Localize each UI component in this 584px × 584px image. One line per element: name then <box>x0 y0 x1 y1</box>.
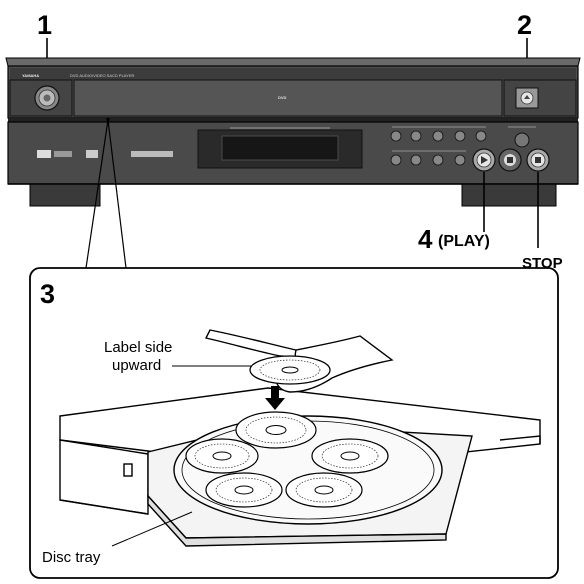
front-display <box>197 127 363 169</box>
stop-button[interactable] <box>526 148 550 172</box>
brand-logo-text: YAMAHA <box>22 73 39 78</box>
zoom-callout <box>85 118 127 269</box>
step-number-3: 3 <box>40 279 55 309</box>
dvd-logo: DVD <box>278 95 287 100</box>
down-arrow-icon <box>265 386 285 410</box>
tray-disc-top <box>235 411 317 449</box>
play-label: (PLAY) <box>438 233 490 250</box>
model-text: DVD AUDIO/VIDEO SACD PLAYER <box>70 73 134 78</box>
format-logos <box>37 150 173 158</box>
tray-disc-right <box>311 438 389 474</box>
tray-disc-bottom-left <box>205 472 283 508</box>
open-close-button[interactable] <box>515 87 539 109</box>
step-number-2: 2 <box>517 10 532 40</box>
label-side-text-line-1: Label side <box>104 339 172 356</box>
held-disc <box>249 355 331 385</box>
pause-button[interactable] <box>498 148 522 172</box>
disc-tray-pointer <box>111 511 193 547</box>
step-number-4: 4 <box>418 224 433 254</box>
function-buttons-row-2[interactable] <box>390 150 466 166</box>
function-buttons-row-1[interactable] <box>390 126 487 142</box>
skip-knob[interactable] <box>508 126 536 148</box>
disc-tray-label: Disc tray <box>42 549 101 566</box>
step-number-1: 1 <box>37 10 52 40</box>
power-button[interactable] <box>34 85 60 111</box>
tray-disc-left <box>185 438 259 474</box>
label-side-text-line-2: upward <box>112 357 161 374</box>
play-button[interactable] <box>472 148 496 172</box>
tray-disc-bottom-right <box>285 472 363 508</box>
